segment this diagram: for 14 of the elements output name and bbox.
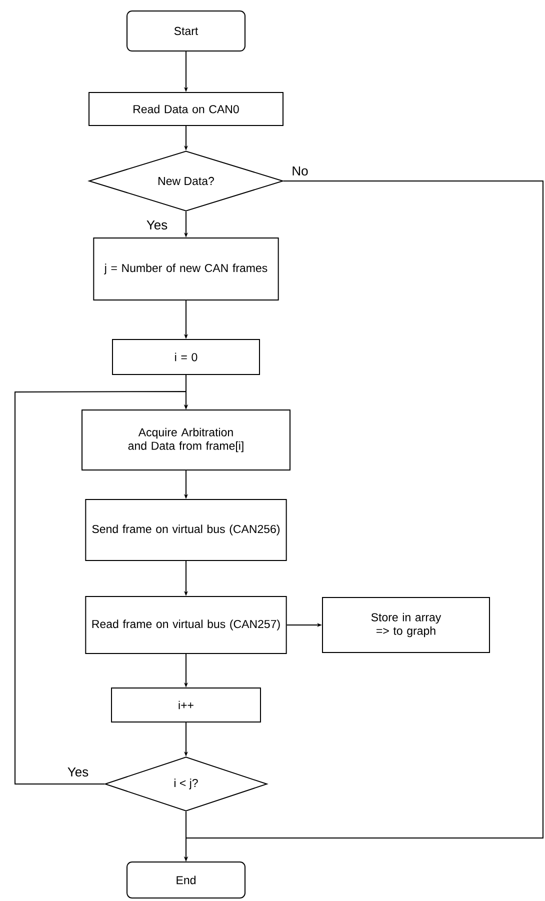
process-box: i = 0	[112, 339, 260, 375]
edge-label: No	[290, 165, 310, 177]
edge-label: Yes	[145, 219, 169, 231]
process-box: Send frame on virtual bus (CAN256)	[85, 499, 287, 561]
terminal-box: End	[126, 862, 246, 898]
edge-label: Yes	[66, 766, 90, 778]
process-box: j = Number of new CAN frames	[93, 238, 279, 300]
process-box: Read frame on virtual bus (CAN257)	[85, 596, 287, 654]
process-box: Acquire Arbitration and Data from frame[i]	[82, 410, 290, 470]
terminal-box: Start	[126, 10, 246, 52]
process-box: i++	[111, 688, 261, 722]
arrow	[14, 391, 188, 784]
process-box: Store in array => to graph	[322, 597, 490, 653]
process-box: Read Data on CAN0	[88, 92, 284, 126]
